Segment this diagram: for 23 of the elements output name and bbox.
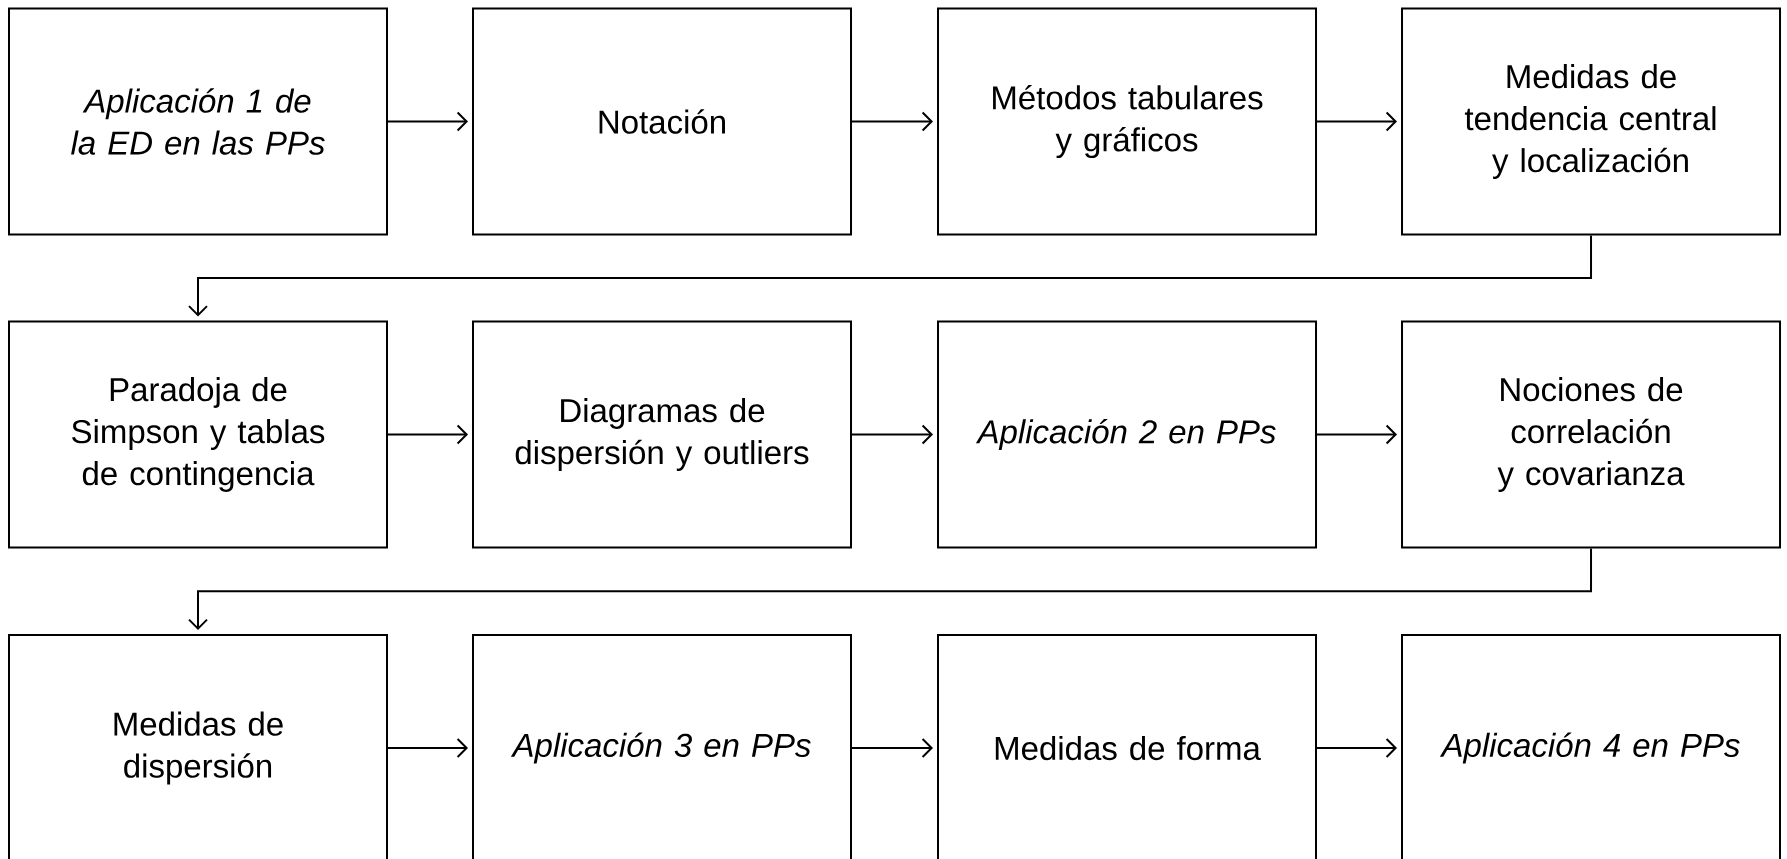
process-box: Paradoja de Simpson y tablas de contingencia bbox=[8, 320, 388, 549]
process-box: Métodos tabulares y gráficos bbox=[937, 7, 1317, 236]
process-box: Aplicación 3 en PPs bbox=[472, 634, 852, 859]
process-box: Aplicación 4 en PPs bbox=[1401, 634, 1781, 859]
arrow bbox=[188, 234, 1592, 317]
arrow bbox=[851, 424, 933, 445]
arrow bbox=[1316, 424, 1398, 445]
process-box: Notación bbox=[472, 7, 852, 236]
process-box: Diagramas de dispersión y outliers bbox=[472, 320, 852, 549]
process-box: Medidas de forma bbox=[937, 634, 1317, 859]
arrow bbox=[387, 111, 468, 132]
process-box: Medidas de tendencia central y localización bbox=[1401, 7, 1781, 236]
process-box: Medidas de dispersión bbox=[8, 634, 388, 859]
arrow bbox=[188, 547, 1592, 630]
arrow bbox=[851, 738, 933, 758]
arrow bbox=[387, 738, 468, 758]
process-box: Aplicación 1 de la ED en las PPs bbox=[8, 7, 388, 236]
arrow bbox=[387, 424, 468, 445]
process-box: Aplicación 2 en PPs bbox=[937, 320, 1317, 549]
process-box: Nociones de correlación y covarianza bbox=[1401, 320, 1781, 549]
arrow bbox=[1316, 111, 1398, 132]
arrow bbox=[851, 111, 933, 132]
arrow bbox=[1316, 738, 1398, 758]
